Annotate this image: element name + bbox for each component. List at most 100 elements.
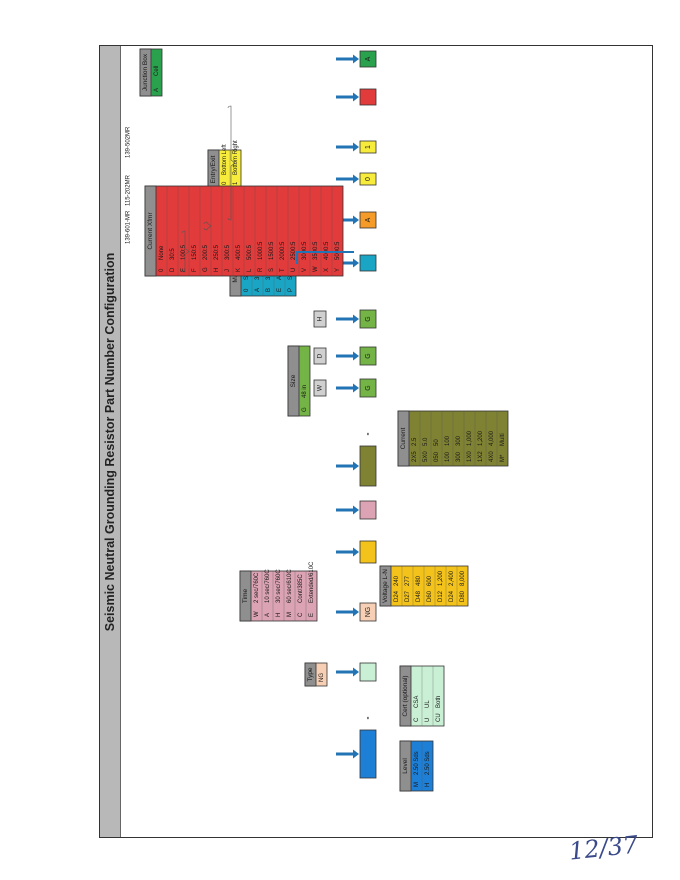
chain-code-box [359, 378, 377, 398]
chain-code-label: 1 [365, 145, 372, 149]
xfmr-value: 250:5 [214, 244, 220, 260]
chain-segment [336, 88, 377, 106]
xfmr-value: 3500:5 [313, 241, 319, 260]
material-code: A [255, 288, 261, 292]
xfmr-value: 5000:5 [335, 241, 341, 260]
chain-segment: GD [313, 346, 377, 366]
voltage-code: D48 [416, 590, 422, 602]
size-table-title: Size [290, 374, 297, 387]
current-code: 100 [445, 451, 451, 462]
voltage-code: D12 [438, 590, 444, 602]
xfmr-value: 3000:5 [302, 241, 308, 260]
voltage-value: 240 [394, 575, 400, 586]
current-code: 4X0 [489, 451, 495, 462]
level-table-title: Level [402, 758, 409, 774]
current-value: 50 [434, 439, 440, 446]
xfmr-code: J [225, 269, 231, 272]
voltage-value: 2,400 [449, 570, 455, 586]
time-table-header [239, 570, 252, 622]
current-value: 300 [456, 435, 462, 446]
chain-code-box [359, 729, 377, 779]
xfmr-code: G [203, 267, 209, 272]
cert-table-header [399, 665, 412, 727]
time-value: 2 sec/760C [254, 572, 260, 603]
xfmr-code: 0 [159, 268, 165, 272]
xfmr-part-bracket: 139-601-MR [126, 210, 190, 273]
bracket-line [203, 221, 212, 231]
xfmr-value: 500:5 [247, 244, 253, 260]
xfmr-value: 150:5 [192, 244, 198, 260]
chain-segment [336, 729, 377, 779]
level-value: 2.50 Sds [414, 751, 420, 775]
arrow-head [353, 505, 359, 515]
xfmr-table-header [144, 185, 157, 277]
time-value: Cont/385C [298, 574, 304, 603]
material-code: E [277, 288, 283, 292]
bracket-label: 139-601-MR [126, 210, 132, 244]
chain-code-label: NG [365, 607, 372, 618]
time-value: 60 sec/610C [287, 569, 293, 603]
chain-segment: GH [313, 309, 377, 329]
xfmr-code: L [247, 268, 253, 272]
current-code: 1X2 [478, 451, 484, 462]
type-code: NG [319, 673, 325, 682]
arrow-head [353, 142, 359, 152]
material-code: P [288, 288, 294, 292]
cert-value: CSA [414, 696, 420, 708]
xfmr-part-bracket: 139-502MR [126, 105, 236, 221]
chain-segment: NG [336, 602, 377, 622]
time-code: A [265, 613, 271, 617]
chain-segment [336, 445, 377, 487]
dimension-letter: W [317, 384, 324, 391]
current-value: 2.5 [412, 437, 418, 446]
bracket-line [181, 230, 190, 273]
entry-value: Bottom Right [233, 140, 239, 175]
chain-segment: A [336, 211, 377, 229]
type-table-header [304, 662, 317, 687]
xfmr-value: 30:5 [170, 248, 176, 260]
arrow-head [353, 607, 359, 617]
xfmr-code: Y [335, 268, 341, 272]
chain-code-box [359, 50, 377, 68]
arrow-head [353, 258, 359, 268]
arrow-head [353, 92, 359, 102]
arrow-head [353, 215, 359, 225]
xfmr-code: T [280, 268, 286, 272]
chain-code-label: A [365, 56, 372, 61]
handwritten-page-number: 12/37 [567, 830, 640, 866]
voltage-code: D27 [405, 590, 411, 602]
material-code: B [266, 288, 272, 292]
xfmr-value: 2000:5 [280, 241, 286, 260]
chain-code-box [359, 254, 377, 272]
xfmr-table: Current Xfmr0NoneD30:5E100:5F150:5G200:5… [144, 185, 344, 277]
jbox-value: Cell [154, 66, 160, 76]
chain-code-box [359, 445, 377, 487]
xfmr-code: U [291, 268, 297, 272]
chain-segment: A [336, 50, 377, 68]
xfmr-code: W [313, 266, 319, 272]
chain-code-box [359, 309, 377, 329]
current-value: Multi [500, 433, 506, 446]
xfmr-code: F [192, 268, 198, 272]
jbox-table-title: Junction Box [142, 53, 149, 91]
dimension-letter-box [313, 310, 327, 328]
chain-code-label: G [365, 385, 372, 390]
separator-dash: - [362, 433, 372, 436]
time-value: 10 sec/760C [265, 569, 271, 603]
current-table: Current2X52.55X05.0050501001003003001X01… [397, 410, 509, 467]
chain-code-box [359, 88, 377, 106]
xfmr-value: 400:5 [236, 244, 242, 260]
current-value: 5.0 [423, 437, 429, 446]
arrow-head [353, 351, 359, 361]
chain-segment: 0 [336, 172, 377, 186]
chain-segment: GW [313, 378, 377, 398]
chain-code-box [359, 211, 377, 229]
chain-segment [336, 254, 377, 272]
xfmr-code: H [214, 268, 220, 272]
level-table-header [399, 740, 412, 792]
time-value: Extended/610C [309, 561, 315, 603]
jbox-code: A [154, 88, 160, 92]
